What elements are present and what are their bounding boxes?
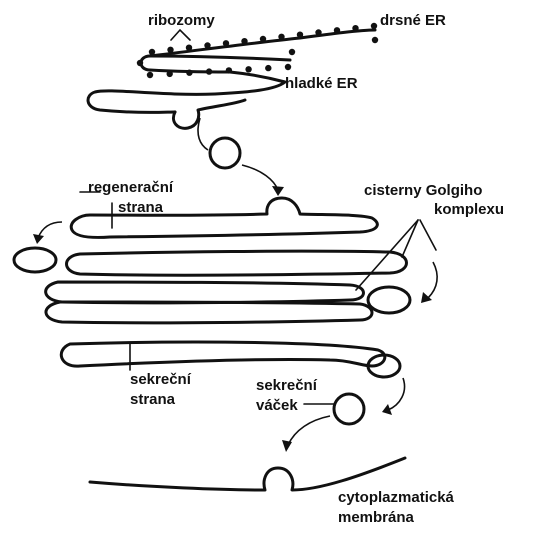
cisterna-3 [46, 282, 364, 303]
ribosome [278, 34, 284, 40]
ribosome [241, 38, 247, 44]
ribosome [297, 32, 303, 38]
ribosome [149, 49, 155, 55]
secretory-vesicle [334, 394, 364, 424]
ribosome [245, 66, 251, 72]
arrowhead-to-golgi [272, 186, 284, 196]
ribosome [167, 71, 173, 77]
leader-golgi-3 [420, 220, 436, 250]
ribosome [223, 40, 229, 46]
arrow-right-vesicle [428, 262, 437, 298]
ribosome [186, 70, 192, 76]
label-regenerative-side-line1: regenerační [88, 179, 174, 196]
arrow-to-membrane [288, 416, 330, 445]
label-drsne-er: drsné ER [380, 12, 446, 29]
ribosome [260, 36, 266, 42]
ribosome [204, 42, 210, 48]
arrowhead-right-vesicle [421, 292, 432, 303]
cisterna-2 [67, 251, 407, 275]
ribosome [167, 47, 173, 53]
label-secretory-vesicle-line2: váček [256, 397, 298, 414]
ribosome [147, 72, 153, 78]
ribosome [285, 64, 291, 70]
label-hladke-er: hladké ER [285, 75, 358, 92]
arrowhead-left-vesicle [33, 234, 44, 244]
ribosome [352, 25, 358, 31]
label-secretory-side-line1: sekreční [130, 371, 192, 388]
ribosome [334, 27, 340, 33]
golgi-vesicle-left [14, 248, 56, 272]
label-secretory-side-line2: strana [130, 391, 176, 408]
ribosome [372, 37, 378, 43]
arrow-to-secretory [388, 378, 405, 410]
arrow-to-vesicle [198, 118, 208, 150]
cisterna-4 [46, 302, 372, 323]
golgi-vesicle-right [368, 287, 410, 313]
leader-ribosomes [171, 30, 190, 40]
ribosome [137, 60, 143, 66]
smooth-er-bud [173, 100, 245, 128]
label-golgi-cisternae-line1: cisterny Golgiho [364, 182, 482, 199]
ribosome [315, 29, 321, 35]
label-regenerative-side-line2: strana [118, 199, 164, 216]
label-cytoplasmic-membrane-line2: membrána [338, 509, 415, 526]
ribosome [206, 68, 212, 74]
label-golgi-cisternae-line2: komplexu [434, 201, 504, 218]
leader-golgi-2 [402, 220, 418, 257]
arrowhead-to-membrane [282, 440, 292, 452]
smooth-er-membrane [88, 72, 285, 113]
label-ribozomy: ribozomy [148, 12, 215, 29]
ribosome [289, 49, 295, 55]
label-secretory-vesicle-line1: sekreční [256, 377, 318, 394]
cytoplasmic-membrane [90, 458, 405, 490]
ribosome [265, 65, 271, 71]
cisterna-5 [61, 342, 385, 366]
transport-vesicle [210, 138, 240, 168]
label-cytoplasmic-membrane-line1: cytoplazmatická [338, 489, 455, 506]
ribosome [371, 23, 377, 29]
ribosome [186, 45, 192, 51]
